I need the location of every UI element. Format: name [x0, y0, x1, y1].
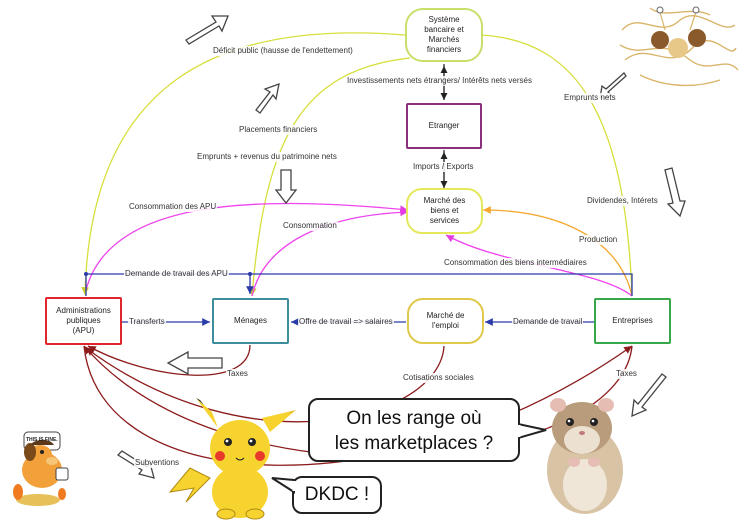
label-emprunts-nets: Emprunts nets [563, 93, 617, 103]
label-cotisations: Cotisations sociales [402, 373, 475, 383]
flow-production [482, 206, 633, 297]
bubble-tail [271, 477, 296, 494]
label-placements: Placements financiers [238, 125, 319, 135]
node-text: Entreprises [612, 316, 653, 325]
outline-arrow-icon [599, 72, 627, 99]
node-marche-emploi: Marché de l'emploi [407, 298, 484, 344]
this-is-fine-dog-icon [13, 431, 69, 506]
label-investissements: Investissements nets étrangers/ Intérêts… [346, 76, 533, 86]
node-entreprises: Entreprises [594, 298, 671, 344]
bubble-text: On les range où [346, 408, 482, 429]
outline-arrow-icon [185, 15, 229, 45]
spaghetti-monster-icon [619, 6, 739, 87]
junction-dot [84, 272, 88, 276]
label-emprunts-revenus: Emprunts + revenus du patrimoine nets [196, 152, 338, 162]
node-apu: Administrations publiques (APU) [45, 297, 122, 345]
node-text: Marché des [423, 196, 466, 205]
node-etranger: Etranger [406, 103, 482, 149]
node-text: financiers [426, 45, 462, 54]
node-text: biens et [430, 206, 459, 215]
label-deficit-public: Déficit public (hausse de l'endettement) [212, 46, 354, 56]
label-taxes-menages: Taxes [226, 369, 249, 379]
flow-subventions [83, 345, 633, 466]
label-offre-travail: Offre de travail => salaires [298, 317, 394, 327]
flow-placements [248, 57, 411, 297]
label-consommation: Consommation [282, 221, 338, 231]
outline-arrow-icon [631, 373, 667, 418]
outline-arrows [116, 15, 686, 479]
outline-arrow-icon [274, 169, 298, 205]
node-marche-biens: Marché des biens et services [406, 188, 483, 234]
label-demande-travail-apu: Demande de travail des APU [124, 269, 229, 279]
node-text: publiques [66, 316, 101, 325]
outline-arrow-icon [664, 167, 686, 218]
node-text: Marchés [428, 35, 460, 44]
outline-arrow-icon [166, 350, 223, 376]
node-text: Administrations [56, 306, 111, 315]
node-text: Marché de [426, 311, 465, 320]
bubble-tail [518, 422, 547, 440]
label-imports-exports: Imports / Exports [412, 162, 475, 172]
node-menages: Ménages [212, 298, 289, 344]
flow-consommation [251, 208, 409, 297]
flow-demande-travail-apu [85, 273, 633, 296]
label-taxes-entreprises: Taxes [615, 369, 638, 379]
node-text: Ménages [234, 316, 267, 325]
label-subventions: Subventions [134, 458, 181, 468]
pikachu-icon [168, 398, 296, 520]
outline-arrow-icon [255, 83, 280, 114]
label-dividendes: Dividendes, Intérets [586, 196, 659, 206]
hamster-icon [547, 398, 623, 514]
label-transferts: Transferts [128, 317, 166, 327]
node-text: Système [428, 15, 460, 24]
bubble-text: DKDC ! [304, 484, 370, 505]
label-conso-biens-inter: Consommation des biens intermédiaires [443, 258, 588, 268]
speech-bubble-dkdc: DKDC ! [292, 476, 382, 514]
speech-bubble-marketplaces: On les range où les marketplaces ? [308, 398, 520, 462]
node-text: services [429, 216, 460, 225]
node-text: bancaire et [424, 25, 464, 34]
flow-taxes-menages [87, 344, 251, 376]
node-text: (APU) [72, 326, 95, 335]
label-demande-travail: Demande de travail [512, 317, 584, 327]
bubble-text: les marketplaces ? [334, 433, 494, 454]
node-text: Etranger [428, 121, 460, 130]
node-systeme-bancaire: Système bancaire et Marchés financiers [405, 8, 483, 62]
flow-deficit-public [81, 32, 406, 296]
node-text: l'emploi [432, 321, 459, 330]
label-production: Production [578, 235, 619, 245]
dog-sign-text: THIS IS FINE. [26, 437, 58, 443]
label-conso-apu: Consommation des APU [128, 202, 218, 212]
